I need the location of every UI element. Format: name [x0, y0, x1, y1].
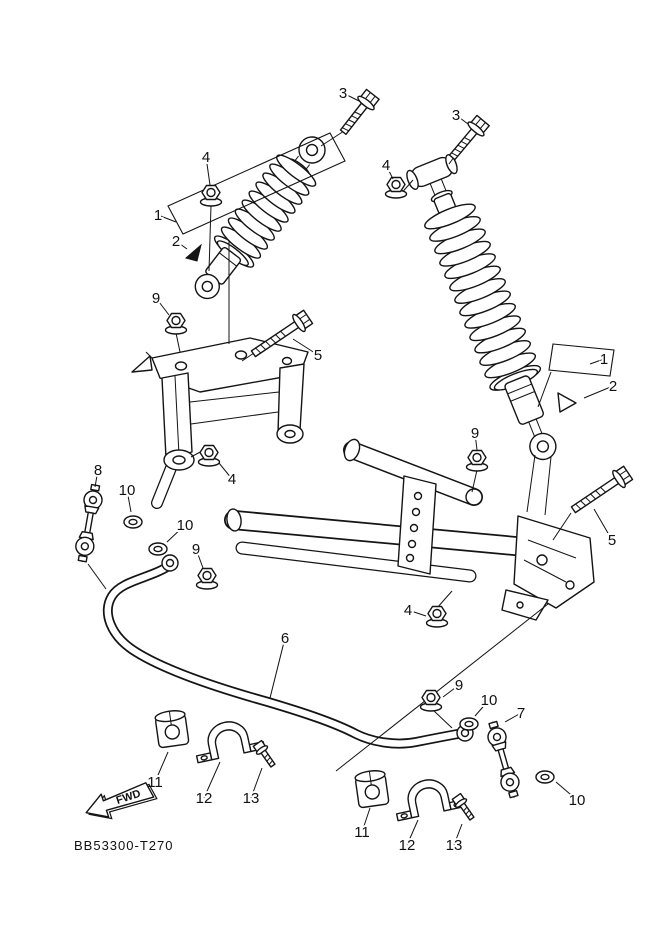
direction-triangle-right [557, 392, 577, 413]
part-number-label: 11 [354, 824, 370, 841]
fwd-arrow: FWD [85, 782, 158, 820]
part-number-label: 6 [281, 630, 289, 647]
damper-body [504, 375, 544, 425]
stabilizer-link [72, 481, 106, 565]
flange-nut [164, 312, 188, 335]
part-number-label: 12 [399, 837, 416, 854]
bar-bushing [353, 768, 390, 809]
stabilizer-bar [103, 554, 474, 749]
assembly-ref-box-left [167, 132, 346, 235]
part-number-label: 1 [154, 207, 162, 224]
callout-leader [453, 823, 463, 846]
callout-leader [589, 358, 605, 365]
stabilizer-link [483, 718, 524, 801]
diagram-code: BB53300-T270 [74, 838, 173, 853]
part-number-label: 5 [608, 532, 616, 549]
flange-nut [419, 689, 443, 712]
flange-nut [465, 449, 489, 472]
part-number-label: 4 [382, 157, 390, 174]
part-number-label: 9 [192, 541, 200, 558]
washer [123, 515, 143, 529]
connector-lines [87, 130, 572, 772]
callout-leader [455, 114, 469, 125]
bar-bushing [153, 708, 190, 749]
part-number-label: 10 [569, 792, 586, 809]
assembly-ref-box-right [548, 343, 615, 377]
part-number-label: 10 [119, 482, 136, 499]
flange-nut [197, 444, 221, 467]
callout-leader [583, 385, 614, 399]
callout-leader [385, 164, 394, 180]
part-number-label: 7 [517, 705, 525, 722]
shock-absorber-right [406, 154, 557, 461]
long-flange-bolt [567, 463, 635, 519]
part-number-label: 13 [446, 837, 463, 854]
spring-coil [424, 203, 476, 230]
callout-leader [361, 807, 371, 833]
part-number-label: 4 [228, 471, 236, 488]
perforated-plate [397, 475, 437, 575]
callout-leader [250, 767, 263, 799]
part-number-label: 13 [243, 790, 260, 807]
part-number-label: 4 [404, 602, 412, 619]
callout-leader [218, 462, 233, 480]
callout-leader [442, 684, 460, 698]
washer [148, 542, 168, 556]
swingarm [224, 438, 595, 621]
upper-bracket-assembly [131, 337, 309, 509]
callout-leader [407, 609, 427, 617]
part-number-label: 11 [147, 774, 163, 791]
callout-leader [157, 214, 177, 223]
part-number-label: 3 [339, 85, 347, 102]
flange-nut [195, 567, 219, 590]
washer [535, 770, 555, 784]
part-number-label: 5 [314, 347, 322, 364]
part-number-label: 8 [94, 462, 102, 479]
callout-leader [269, 637, 286, 699]
callout-leader [126, 489, 132, 513]
callout-leader [155, 297, 170, 316]
callout-leader [203, 761, 221, 799]
flange-nut [384, 176, 408, 199]
part-number-label: 10 [177, 517, 194, 534]
part-number-label: 10 [481, 692, 498, 709]
callout-leader [175, 240, 188, 250]
callout-leader [205, 156, 211, 186]
direction-triangle-left [184, 243, 202, 262]
part-number-label: 1 [600, 351, 608, 368]
part-number-label: 3 [452, 107, 460, 124]
callout-leader [474, 699, 490, 717]
callout-leader [166, 524, 186, 543]
callout-leader [94, 469, 99, 488]
part-number-label: 2 [172, 233, 180, 250]
part-number-label: 9 [455, 677, 463, 694]
bar-clamp [190, 714, 266, 764]
callout-leader [195, 548, 204, 569]
callout-leader [406, 819, 419, 846]
part-number-label: 2 [609, 378, 617, 395]
callout-leader [504, 712, 522, 723]
callout-leader [154, 751, 169, 783]
washer [459, 717, 479, 731]
callout-leader [555, 781, 578, 801]
flange-nut [425, 605, 449, 628]
part-number-label: 12 [196, 790, 213, 807]
part-number-label: 4 [202, 149, 210, 166]
flange-nut [199, 184, 223, 207]
callout-leader [593, 508, 613, 541]
coil-spring [424, 203, 542, 391]
callout-leader [292, 338, 319, 356]
part-number-label: 9 [471, 425, 479, 442]
bar-clamp [390, 772, 466, 822]
clamp-screw [251, 739, 279, 770]
callout-leader [474, 432, 478, 451]
callout-leader [342, 92, 360, 102]
part-number-label: 9 [152, 290, 160, 307]
